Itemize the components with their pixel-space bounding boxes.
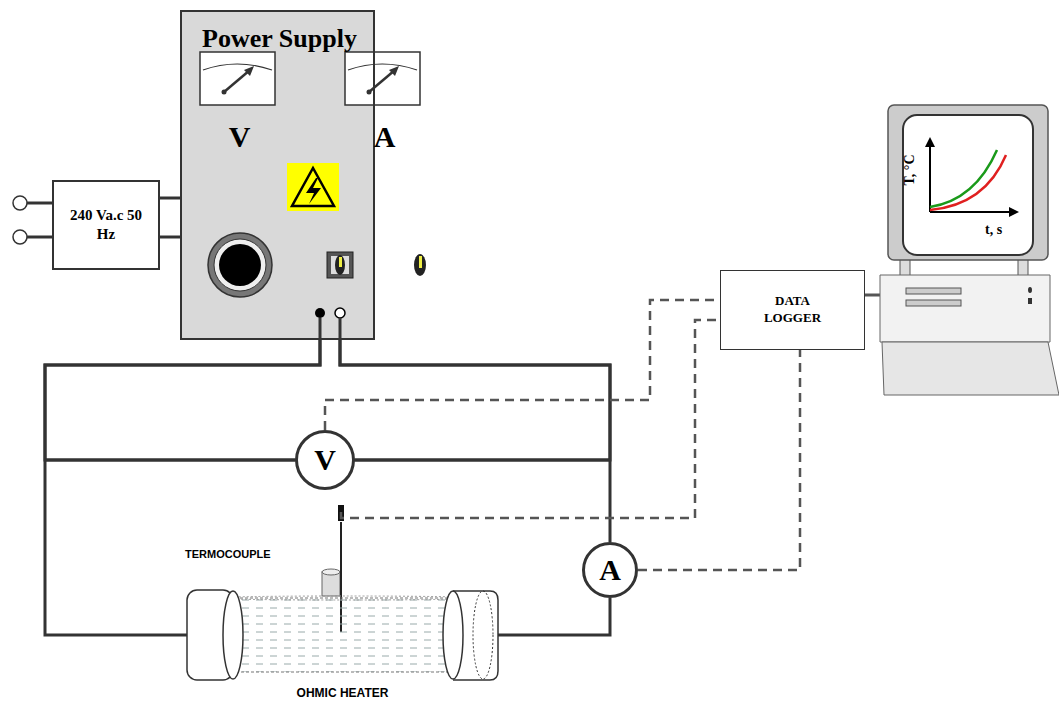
node-text: A <box>599 553 621 587</box>
wire <box>160 236 180 239</box>
wire <box>45 340 320 460</box>
cable <box>865 294 882 297</box>
meter-circle: A <box>582 542 638 598</box>
computer <box>880 105 1059 395</box>
device-box: Power SupplyVA <box>180 10 375 340</box>
device-box: DATA LOGGER <box>720 270 865 350</box>
node-text: 240 Va.c 50 Hz <box>67 206 145 245</box>
signal-cable <box>638 350 800 570</box>
wire <box>498 598 610 635</box>
node-text: V <box>314 443 336 477</box>
thermocouple <box>322 320 720 632</box>
signal-cable <box>325 300 720 430</box>
node-text: OHMIC HEATER <box>185 686 500 700</box>
node-text: DATA LOGGER <box>748 293 838 327</box>
meter-circle: V <box>295 430 355 490</box>
node-text: A <box>347 120 422 154</box>
power-supply-panel <box>180 10 426 340</box>
ohmic-heater: OHMIC HEATER <box>185 588 500 701</box>
node-text: Power Supply <box>182 24 377 54</box>
node-text: V <box>202 120 277 154</box>
wire <box>160 197 180 200</box>
part-label: TERMOCOUPLE <box>185 548 271 560</box>
axis-label: t, s <box>985 222 1002 238</box>
heater-cylinder <box>185 588 500 701</box>
device-box: 240 Va.c 50 Hz <box>52 180 160 270</box>
mains-plug <box>13 196 52 244</box>
wire <box>340 340 610 542</box>
wire <box>45 340 320 635</box>
axis-label: T, °C <box>902 154 918 185</box>
